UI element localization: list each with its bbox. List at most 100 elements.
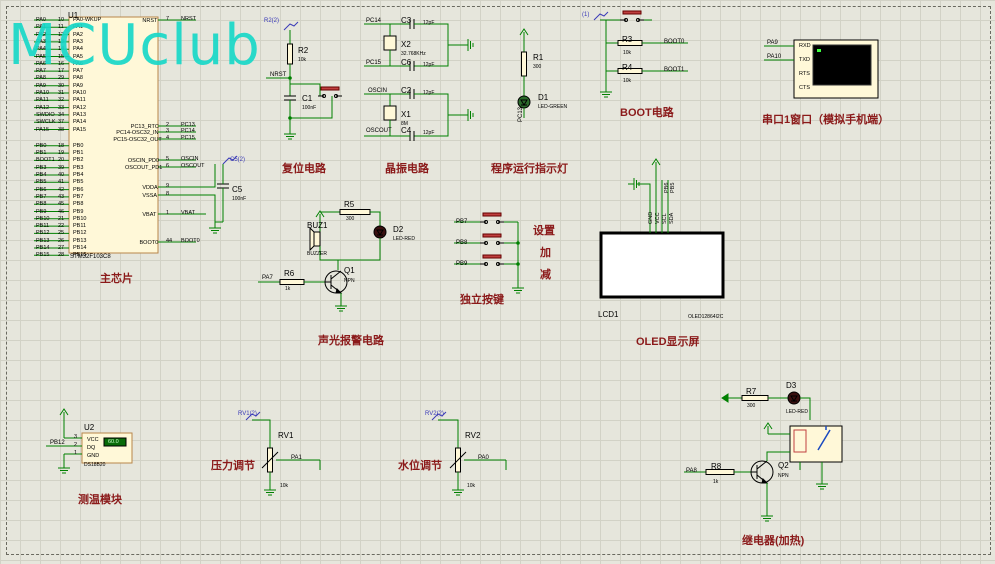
u2-vcc: VCC — [87, 437, 99, 443]
mcu-left-pin-name: PB1 — [36, 150, 47, 157]
mcu-inner-right-label: PC14-OSC32_IN — [116, 130, 159, 136]
x1-crystal — [383, 105, 397, 121]
wire — [196, 164, 216, 188]
probe-symbol — [245, 411, 261, 421]
pa9-net: PA9 — [767, 40, 778, 46]
lcd1-ref: LCD1 — [598, 310, 619, 319]
relay-body — [789, 425, 843, 463]
r7-ref: R7 — [746, 387, 757, 396]
button-contact — [496, 262, 500, 266]
oled-pin-sda: SDA — [669, 212, 675, 224]
boot1-net: BOOT1 — [664, 67, 685, 73]
ground-symbol — [462, 39, 474, 51]
mcu-left-pin-name: PB13 — [36, 237, 50, 244]
button-contact — [496, 220, 500, 224]
q1-ref: Q1 — [344, 266, 355, 275]
ground-symbol — [600, 86, 612, 98]
mcu-inner-left-label: PB15 — [73, 252, 87, 259]
wire — [290, 96, 333, 119]
d2-led — [373, 225, 387, 239]
mcu-left-pin-number: 17 — [58, 68, 65, 75]
mcu-left-pin-number: 39 — [58, 164, 65, 171]
button-contact — [484, 220, 488, 224]
button-contact — [322, 94, 326, 98]
key-button-1 — [480, 234, 504, 244]
junction-dot — [288, 116, 292, 120]
button-contact — [624, 18, 628, 22]
mcu-left-pin-number: 46 — [58, 208, 65, 215]
u2-num-3: 3 — [74, 434, 78, 440]
oled-pin-gnd: GND — [648, 211, 654, 224]
junction-dot — [516, 241, 520, 245]
ground-symbol — [264, 484, 276, 496]
pa8-net: PA8 — [686, 468, 697, 474]
pb8-net: PB8 — [456, 240, 468, 246]
mcu-left-pin-number: 38 — [58, 126, 65, 133]
r2-ref: R2 — [298, 46, 309, 55]
oled-pin-vcc: VCC — [655, 212, 661, 224]
ground-symbol — [335, 300, 347, 312]
mcu-right-pin-number: 7 — [166, 16, 170, 22]
section-alarm: 声光报警电路 — [318, 335, 384, 347]
mcu-right-pin-number: 1 — [166, 210, 170, 216]
mcu-left-pin-name: PB11 — [36, 223, 50, 230]
q2-val: NPN — [778, 473, 789, 479]
x1-val: 8M — [401, 121, 408, 127]
pb9-net: PB9 — [456, 261, 468, 267]
r3-ref: R3 — [622, 35, 633, 44]
mcu-left-pin-number: 18 — [58, 142, 65, 149]
r8-ref: R8 — [711, 462, 722, 471]
mcu-left-pin-name: PB3 — [36, 164, 47, 171]
mcu-inner-right-label: VSSA — [142, 193, 158, 199]
wire — [605, 20, 618, 44]
x1-ref: X1 — [401, 110, 411, 119]
mcu-inner-left-label: PA4 — [73, 46, 83, 53]
r2-resistor — [287, 43, 293, 65]
d2-val: LED-RED — [393, 236, 415, 242]
led-symbol — [520, 99, 528, 106]
pa7-net: PA7 — [262, 275, 273, 281]
mcu-inner-left-label: PB9 — [73, 208, 84, 215]
mcu-right-pin-number: 44 — [166, 238, 173, 244]
mcu-inner-right-label: PC15-OSC32_OUT — [113, 137, 162, 143]
transistor-leads — [751, 460, 768, 484]
mcu-left-pin-number: 33 — [58, 104, 65, 111]
mcu-right-pin-number: 8 — [166, 191, 170, 197]
u2-num-1: 1 — [74, 450, 78, 456]
wire — [338, 238, 381, 261]
mcu-right-pin-number: 6 — [166, 163, 170, 169]
rv1-val: 10k — [280, 483, 289, 489]
section-pressure: 压力调节 — [211, 460, 255, 472]
mcu-right-pin-number: 2 — [166, 122, 170, 128]
r6-resistor — [279, 279, 305, 285]
mcu-inner-left-label: PB0 — [73, 142, 84, 149]
mcu-right-net-label: OSCIN — [181, 156, 199, 162]
mcu-inner-left-label: PB10 — [73, 215, 87, 222]
mcu-left-pin-name: PA12 — [36, 104, 50, 111]
buz1-val: BUZZER — [307, 251, 327, 257]
button-cap — [482, 212, 502, 217]
transistor-arrow — [335, 288, 343, 294]
u2-ref: U2 — [84, 423, 95, 432]
r2-probe: R2(2) — [264, 18, 280, 24]
boot-probe: (1) — [582, 12, 590, 18]
wire — [319, 246, 339, 270]
mcu-inner-left-label: PA12 — [73, 104, 87, 111]
mcu-inner-left-label: PB8 — [73, 201, 84, 208]
mcu-left-pin-number: 13 — [58, 38, 65, 45]
mcu-right-net-label: BOOT0 — [181, 238, 200, 244]
mcu-left-pin-name: PB10 — [36, 215, 50, 222]
mcu-left-pin-name: PA8 — [36, 75, 46, 82]
reset-button — [318, 87, 342, 97]
serial-txd: TXD — [799, 57, 810, 63]
section-water: 水位调节 — [398, 460, 442, 472]
c5-capacitor — [217, 183, 229, 189]
rv2-net: PA0 — [478, 455, 489, 461]
pc14-net: PC14 — [366, 18, 382, 24]
mcu-left-pin-name: SWDIO — [36, 111, 55, 118]
r1-resistor — [521, 51, 527, 77]
button-contact — [496, 241, 500, 245]
wire — [414, 23, 449, 67]
terminal-cursor — [817, 49, 821, 52]
